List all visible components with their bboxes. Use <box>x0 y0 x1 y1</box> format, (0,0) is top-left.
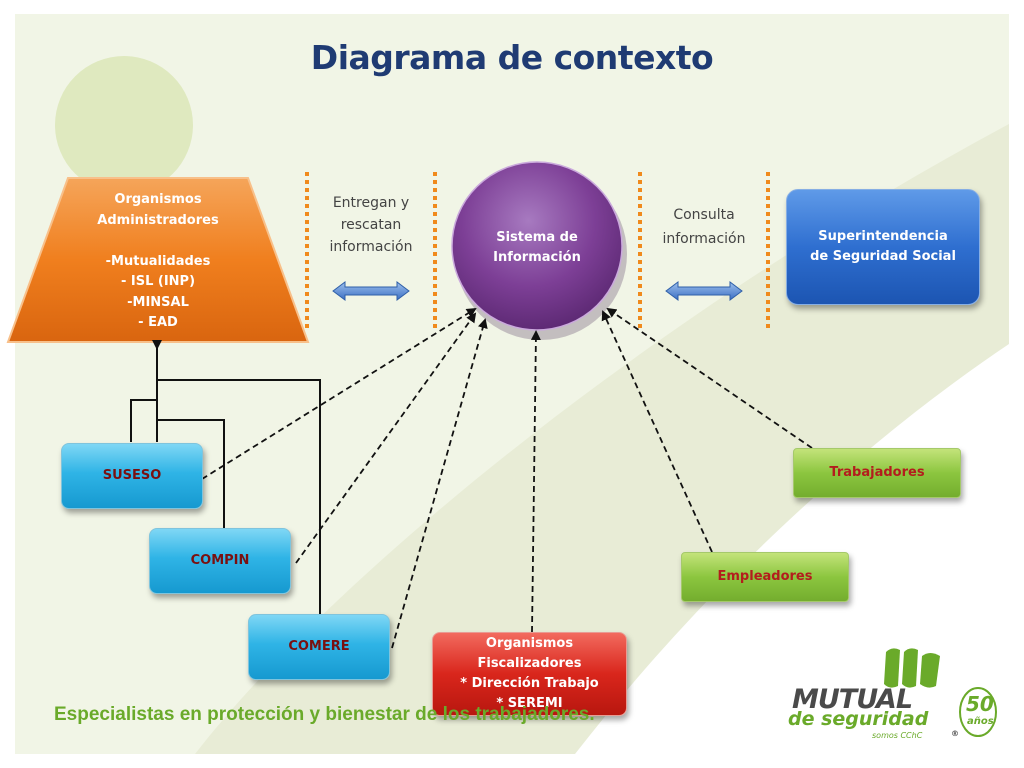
trabajadores-label: Trabajadores <box>829 465 925 480</box>
compin-label: COMPIN <box>190 553 250 568</box>
fiscalizadores-line: Fiscalizadores <box>477 656 582 671</box>
footer-slogan: Especialistas en protección y bienestar … <box>54 704 595 725</box>
sistema-informacion-label: Sistema de Información <box>452 228 622 268</box>
org-item: -Mutualidades <box>105 253 211 269</box>
superintendencia-line: Superintendencia <box>818 229 948 244</box>
center-line: Sistema de <box>496 230 578 245</box>
empleadores-box[interactable]: Empleadores <box>681 552 849 602</box>
decorative-circle <box>55 56 193 194</box>
registered-mark: ® <box>951 729 959 738</box>
flow-label-line: Entregan y <box>332 195 410 211</box>
suseso-label: SUSESO <box>102 468 162 483</box>
comere-label: COMERE <box>288 639 350 654</box>
org-item: -MINSAL <box>127 294 189 310</box>
empleadores-label: Empleadores <box>717 569 813 584</box>
fiscalizadores-line: * SEREMI <box>496 696 563 711</box>
organismos-fiscalizadores-box[interactable]: Organismos Fiscalizadores * Dirección Tr… <box>432 632 627 716</box>
anniversary-number: 50 <box>966 692 994 716</box>
fiscalizadores-line: * Dirección Trabajo <box>460 676 599 691</box>
anniversary-word: años <box>967 716 994 727</box>
left-flow-label: Entregan y rescatan información <box>310 192 432 258</box>
right-flow-label: Consulta información <box>644 203 764 251</box>
mutual-logo-brand: MUTUAL <box>792 684 913 715</box>
flow-label-line: información <box>329 239 413 255</box>
fiscalizadores-line: Organismos <box>485 636 574 651</box>
comere-box[interactable]: COMERE <box>248 614 390 680</box>
suseso-box[interactable]: SUSESO <box>61 443 203 509</box>
flow-label-line: información <box>662 231 746 247</box>
compin-box[interactable]: COMPIN <box>149 528 291 594</box>
superintendencia-line: de Seguridad Social <box>810 249 956 264</box>
org-heading-line: Administradores <box>97 212 219 228</box>
mutual-logo-tagline: de seguridad <box>788 708 929 730</box>
mutual-logo-sub: somos CChC <box>872 731 923 740</box>
org-item: - EAD <box>138 315 178 330</box>
superintendencia-box[interactable]: Superintendencia de Seguridad Social <box>786 189 980 305</box>
flow-label-line: Consulta <box>673 207 735 223</box>
org-heading-line: Organismos <box>114 192 202 207</box>
flow-label-line: rescatan <box>340 217 402 233</box>
page-title: Diagrama de contexto <box>310 38 714 77</box>
org-item: - ISL (INP) <box>120 274 196 289</box>
organismos-administradores: Organismos Administradores -Mutualidades… <box>60 190 256 334</box>
trabajadores-box[interactable]: Trabajadores <box>793 448 961 498</box>
center-line: Información <box>493 250 581 265</box>
